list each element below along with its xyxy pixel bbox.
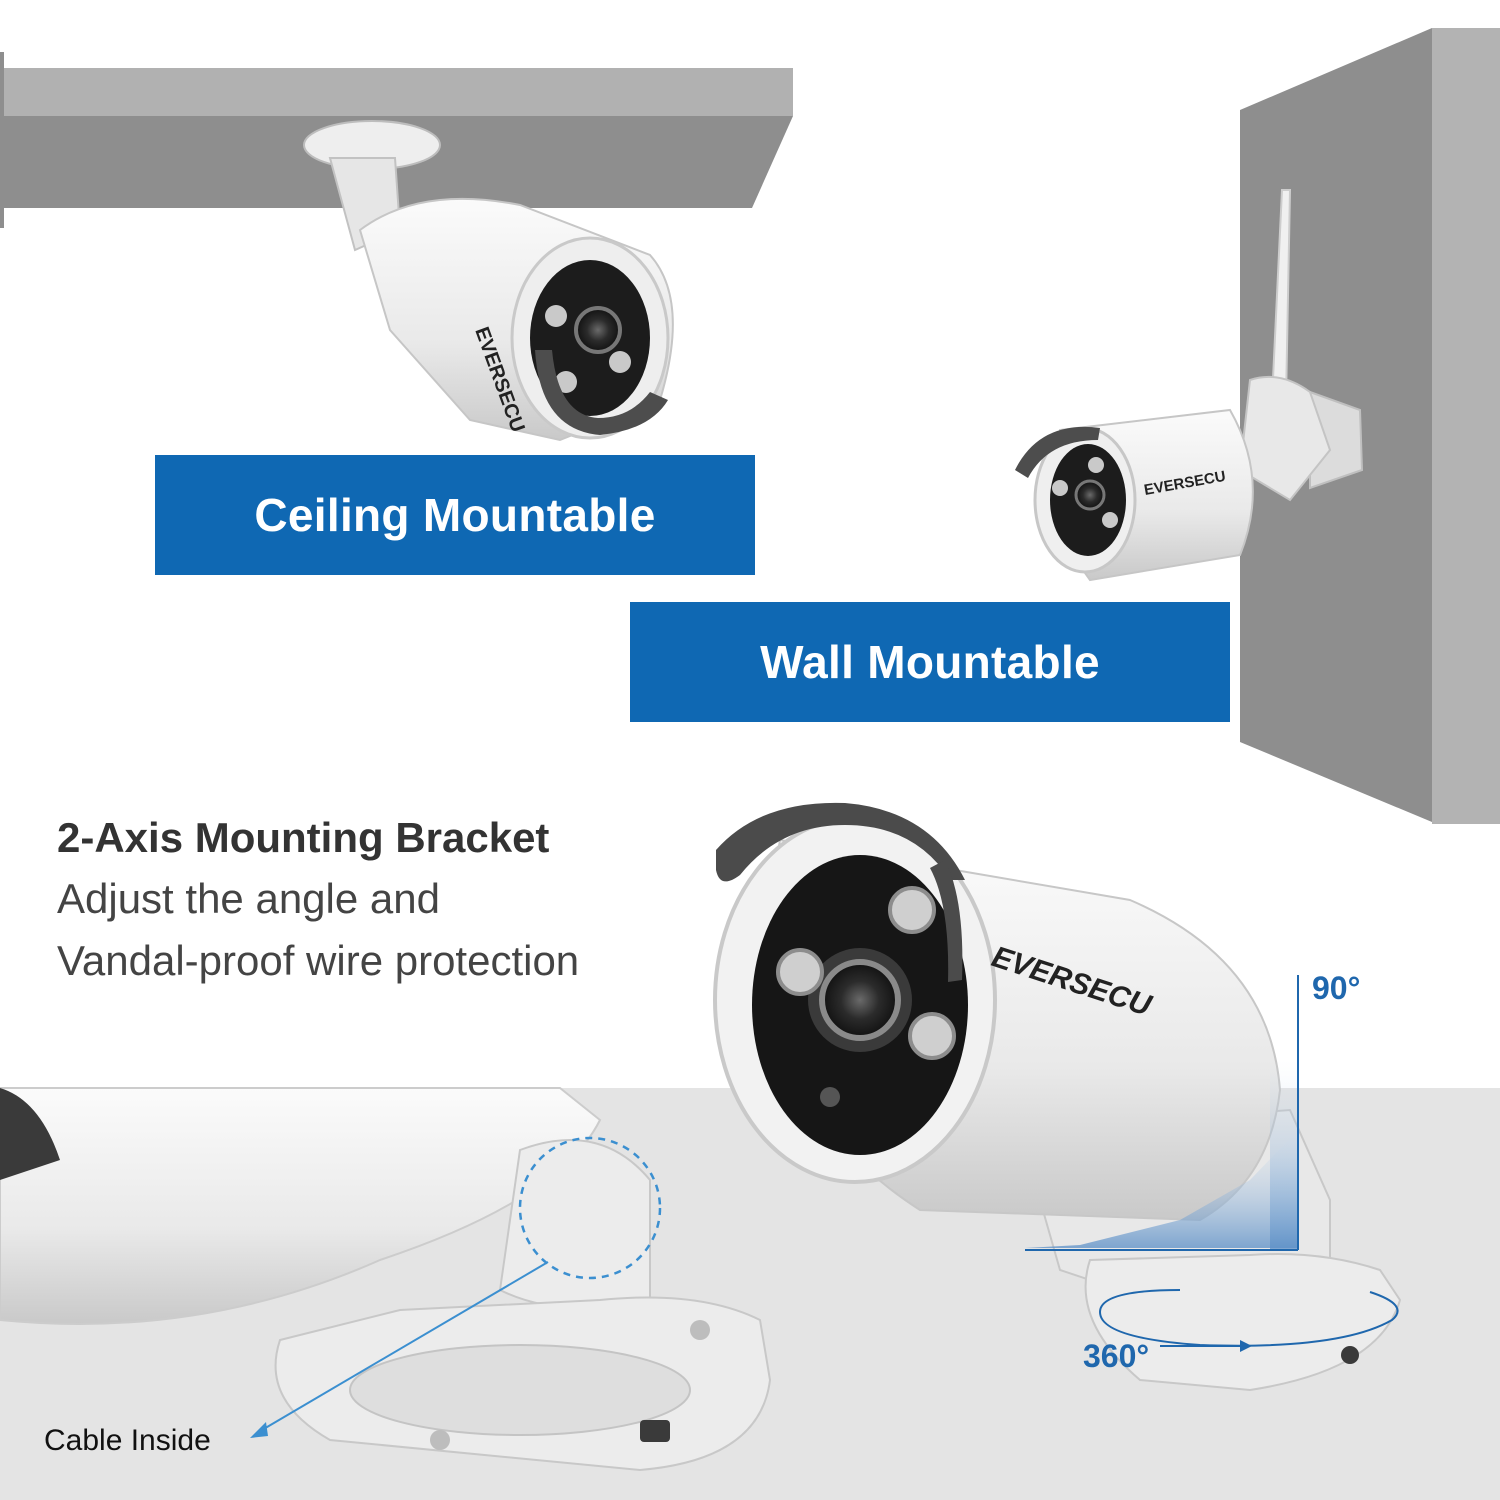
closeup-camera-icon: EVERSECU: [713, 802, 1402, 1392]
wall-camera-icon: EVERSECU: [1015, 189, 1364, 582]
vertical-angle-label: 90°: [1312, 970, 1361, 1006]
feature-title: 2-Axis Mounting Bracket: [57, 814, 550, 861]
angle-indicator: [1025, 975, 1299, 1251]
cable-inside-label: Cable Inside: [44, 1424, 211, 1457]
bracket-closeup: [0, 1087, 772, 1472]
feature-line-1: Adjust the angle and: [57, 875, 440, 922]
cable-circle-icon: [518, 1136, 662, 1280]
ceiling-mountable-banner: Ceiling Mountable: [155, 455, 755, 575]
wall-mountable-banner: Wall Mountable: [630, 602, 1230, 722]
feature-line-2: Vandal-proof wire protection: [57, 937, 580, 984]
ceiling-camera-icon: EVERSECU: [303, 120, 674, 442]
feature-description: 2-Axis Mounting Bracket Adjust the angle…: [57, 808, 579, 992]
rotation-arrow-icon: [1098, 1289, 1399, 1352]
rotation-angle-label: 360°: [1083, 1338, 1150, 1374]
